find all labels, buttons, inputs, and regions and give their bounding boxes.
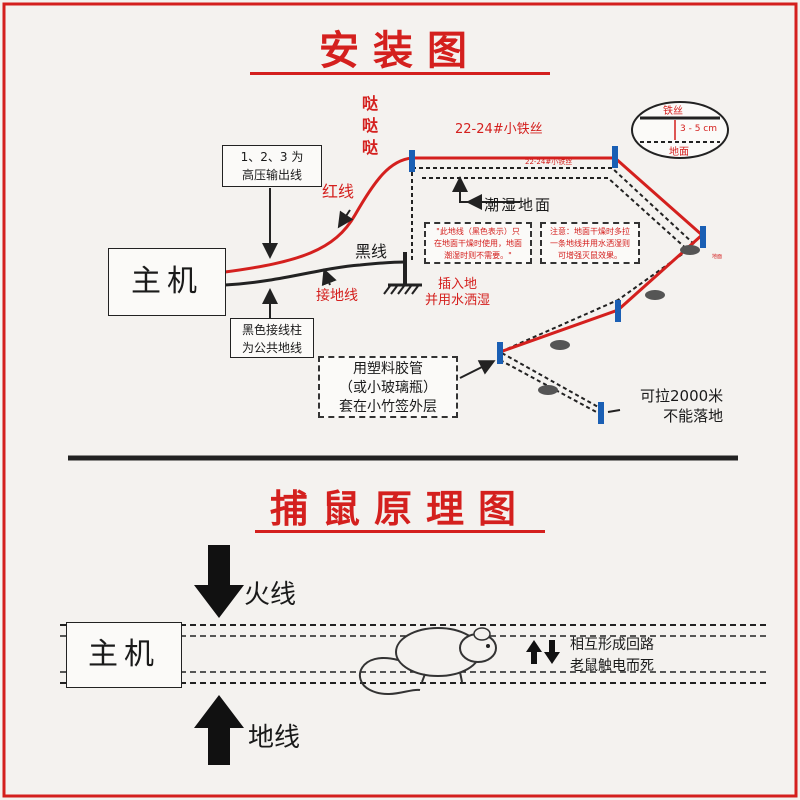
detail-circle xyxy=(631,101,729,159)
sound-2: 哒 xyxy=(362,116,379,135)
install-title-underline xyxy=(250,72,550,75)
fence-posts xyxy=(409,146,706,424)
small-tag: 地面 xyxy=(712,254,723,260)
detail-distance-label: 3 - 5 cm xyxy=(680,124,717,134)
detail-ground-label: 地面 xyxy=(669,147,689,158)
install-title: 安装图 xyxy=(319,27,481,74)
loop-note-1: 相互形成回路 xyxy=(570,637,654,653)
main-unit-box: 主机 xyxy=(108,248,226,316)
ground-wire-principle-label: 地线 xyxy=(248,723,301,753)
red-wire-label: 红线 xyxy=(322,182,355,201)
rat-icon xyxy=(359,627,497,695)
caution-note: 注意：地面干燥时多拉 一条地线并用水洒湿则 可增强灭鼠效果。 xyxy=(540,222,640,264)
detail-iron-label: 铁丝 xyxy=(663,106,683,117)
rat-icons xyxy=(538,245,700,395)
principle-main-unit-box: 主机 xyxy=(66,622,182,688)
wire-spec-small: 22-24#小铁丝 xyxy=(525,158,573,166)
wire-spec-label: 22-24#小铁丝 xyxy=(455,122,543,137)
sound-3: 哒 xyxy=(362,138,379,157)
high-voltage-note: 1、2、3 为 高压输出线 xyxy=(222,145,322,187)
sound-1: 哒 xyxy=(362,94,379,113)
ground-usage-note: "此地线（黑色表示）只 在地面干燥时使用，地面 潮湿时则不需要。" xyxy=(424,222,532,264)
ground-hatch xyxy=(383,285,419,295)
wet-ground-label: 潮湿地面 xyxy=(484,196,553,214)
black-wire-path xyxy=(224,260,406,287)
loop-arrows-icon xyxy=(526,640,560,664)
principle-title-underline xyxy=(255,530,545,533)
common-ground-note: 黑色接线柱 为公共地线 xyxy=(230,318,314,358)
principle-title: 捕鼠原理图 xyxy=(269,486,530,531)
ground-arrow-icon xyxy=(194,695,244,765)
length-note: 可拉2000米 不能落地 xyxy=(640,387,724,425)
fire-wire-label: 火线 xyxy=(244,580,297,610)
ground-stake-note: 插入地 并用水洒湿 xyxy=(425,277,491,308)
black-wire-label: 黑线 xyxy=(355,242,388,261)
ground-wire-label: 接地线 xyxy=(316,288,358,304)
fence-ground-wire xyxy=(412,167,697,409)
fire-arrow-icon xyxy=(194,545,244,618)
tube-note: 用塑料胶管 （或小玻璃瓶） 套在小竹签外层 xyxy=(318,356,458,418)
loop-note-2: 老鼠触电而死 xyxy=(570,658,654,674)
